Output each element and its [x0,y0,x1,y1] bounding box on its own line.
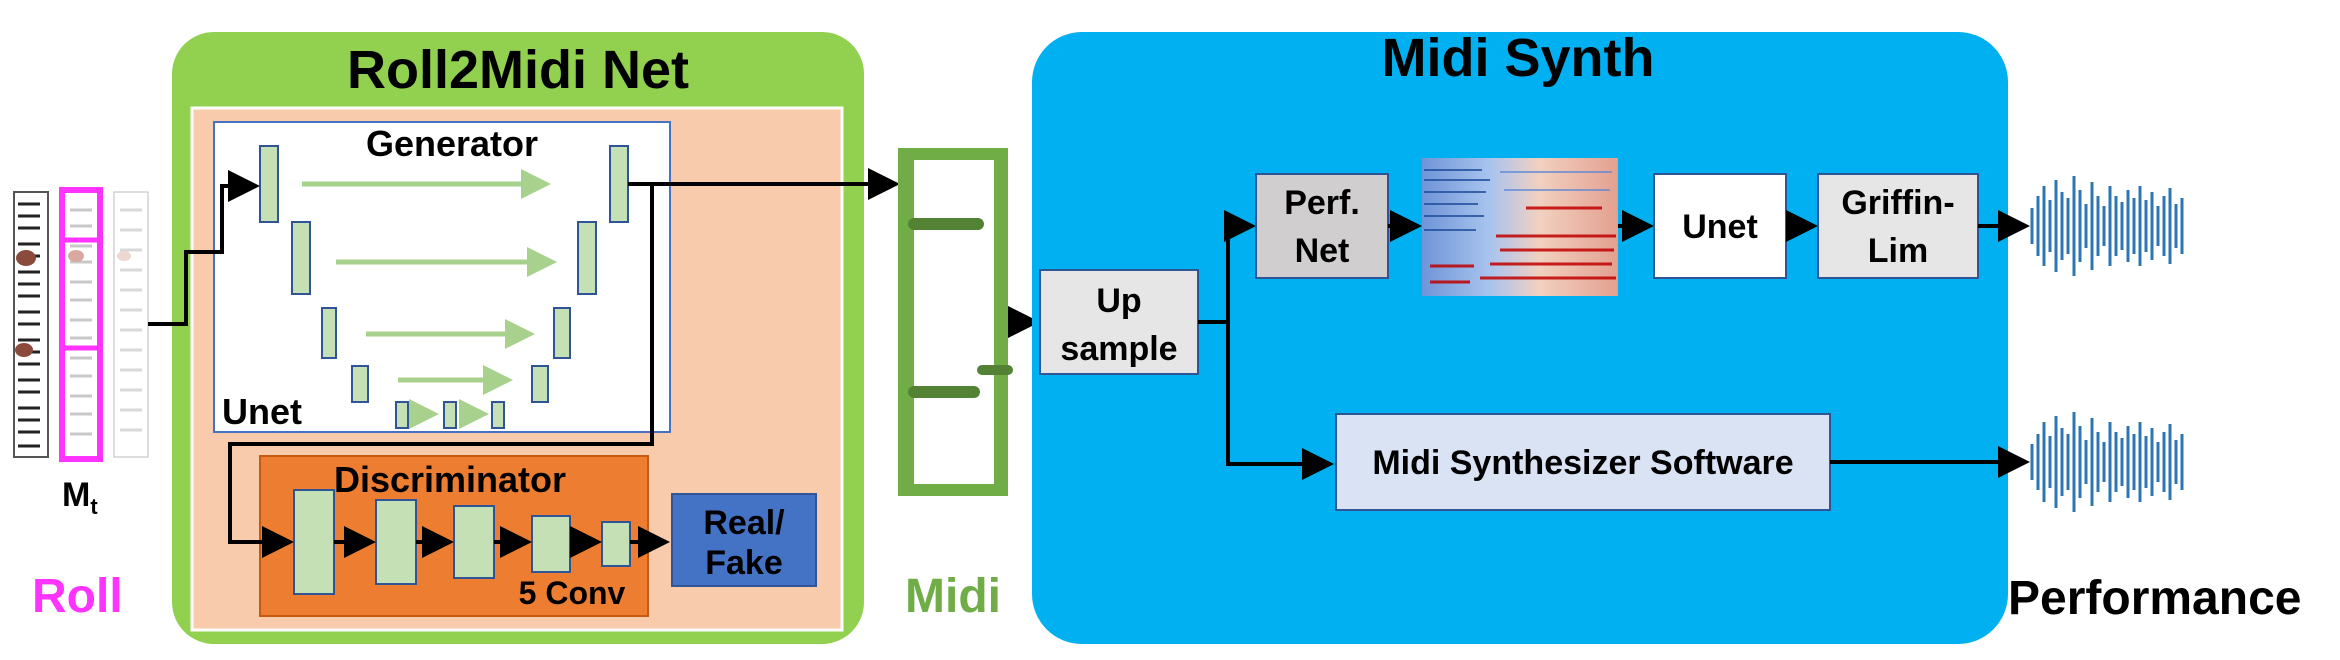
griffinlim-label-line2: Lim [1868,232,1928,270]
performance-label: Performance [2008,572,2301,625]
real-fake-box [671,493,817,587]
unet-decoder-layer [577,221,597,295]
roll-frame-label: Mt [62,476,98,519]
unet-encoder-layer [291,221,311,295]
unet-skip-connections [302,169,557,429]
generator-box [213,121,671,433]
unet-bottleneck-layer [395,401,409,429]
unet-decoder-layer [609,145,629,223]
conv-layer [601,521,631,567]
conv-layer [375,499,417,585]
roll-to-generator-arrow [148,170,260,326]
unet-bottleneck-layer [443,401,457,429]
unet-encoder-layer [351,365,369,403]
perfnet-label-line1: Perf. [1284,184,1360,222]
roll-label: Roll [32,570,123,623]
generator-unet: Generator Unet [213,121,671,433]
upsample-to-perfnet-arrow [1224,210,1256,322]
conv-layer [293,489,335,595]
generator-unet-label: Unet [222,391,302,432]
synthesizer-software-label: Midi Synthesizer Software [1372,444,1793,482]
perfnet-label-line2: Net [1295,232,1350,270]
real-fake-label-line2: Fake [705,544,783,582]
synth-unet-block: Unet [1653,173,1787,279]
spectrogram-image [1422,158,1618,296]
real-fake-output: Real/ Fake [671,493,817,587]
conv-layer [453,505,495,579]
upsample-block: Up sample [1039,269,1199,375]
unet-encoder-layer [259,145,279,223]
discriminator-label: Discriminator [334,459,566,500]
midi-synth-title: Midi Synth [1382,28,1655,88]
midi-representation [898,148,1013,496]
unet-decoder-layer [553,307,571,359]
unet-bottleneck-layer [491,401,505,429]
perfnet-block: Perf. Net [1255,173,1389,279]
unet-layers [259,145,629,429]
discriminator: Discriminator 5 Conv [259,455,670,617]
unet-encoder-layer [321,307,337,359]
real-fake-label-line1: Real/ [703,504,785,542]
generator-label: Generator [366,123,538,164]
roll-frames [13,187,149,462]
griffinlim-block: Griffin- Lim [1817,173,1979,279]
conv-layer [531,515,571,573]
synthesizer-software-block: Midi Synthesizer Software [1335,413,1831,511]
roll-frame-2 [59,187,103,462]
upsample-label-line2: sample [1060,330,1177,368]
upsample-to-software-arrow [1226,322,1334,480]
synth-unet-label: Unet [1682,208,1758,246]
waveform-bottom [2030,412,2184,512]
unet-decoder-layer [531,365,549,403]
griffinlim-label-line1: Griffin- [1841,184,1954,222]
upsample-label-line1: Up [1096,282,1141,320]
roll-frame-1 [13,191,49,458]
roll-frame-3 [113,191,149,458]
conv-label: 5 Conv [519,575,626,611]
midi-label: Midi [905,570,1001,623]
generator-to-discriminator-arrow [228,184,654,558]
roll2midi-title: Roll2Midi Net [347,40,689,100]
waveform-top [2030,176,2184,276]
